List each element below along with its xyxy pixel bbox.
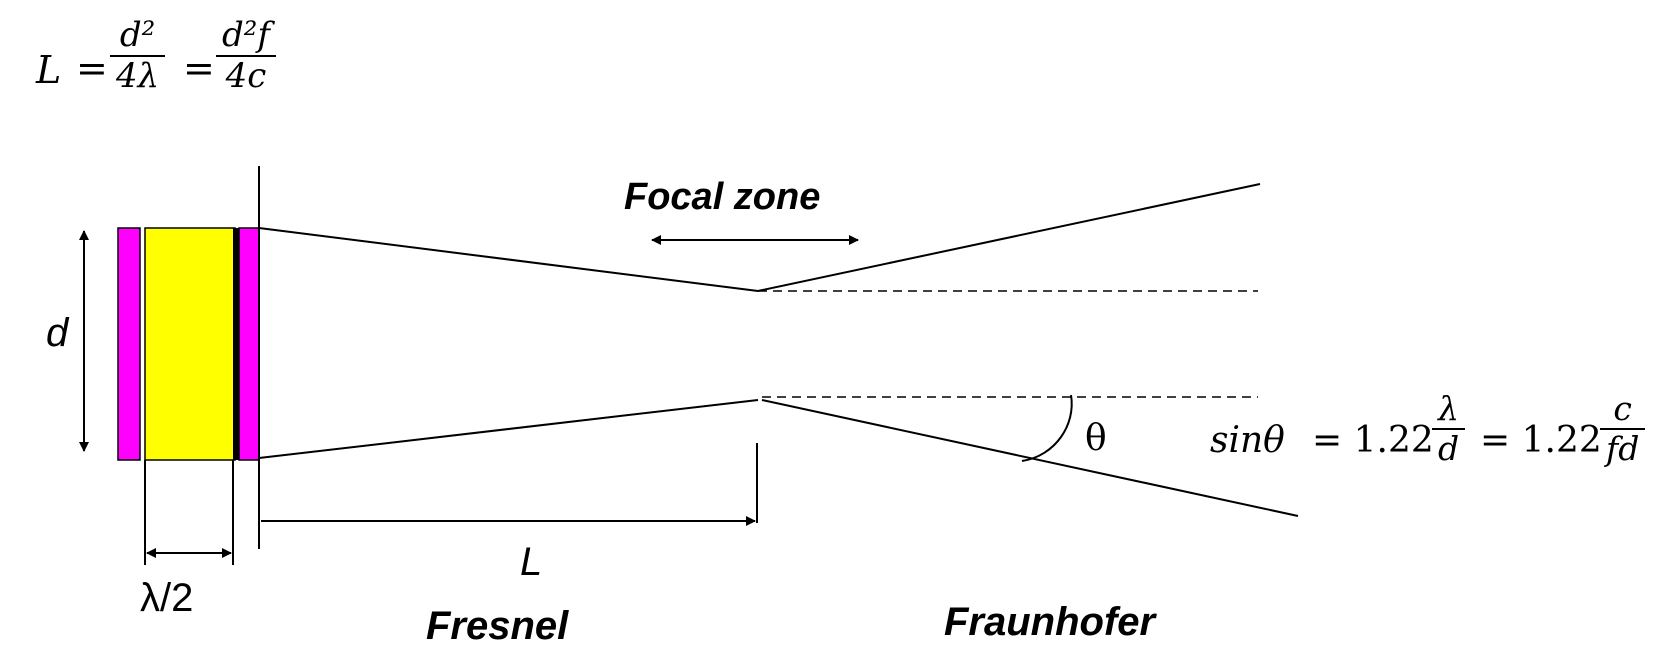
angle-formula-eq1: = 1.22 [1312,420,1434,461]
length-formula-lhs: L [36,48,62,92]
L-label: L [520,540,543,584]
length-fraction-1-numerator: d² [110,15,166,58]
length-fraction-2-numerator: d²f [216,15,276,58]
angle-formula-lhs: sinθ [1210,420,1285,461]
beam-lower-converging [258,399,759,459]
matching-layer-right [238,227,260,461]
angle-fraction-2-denominator: fd [1606,428,1640,468]
d-label: d [46,311,69,355]
backing-layer-left [117,227,141,461]
beam-upper-diverging [757,183,1261,292]
length-fraction-2: d²f 4c [216,15,276,97]
fraunhofer-label: Fraunhofer [944,600,1156,644]
focal-zone-label: Focal zone [624,176,821,218]
theta-arc [1021,394,1073,462]
angle-fraction-1-denominator: d [1438,428,1460,468]
angle-fraction-1-numerator: λ [1432,390,1466,430]
angle-fraction-1: λ d [1432,390,1466,468]
angle-fraction-2: c fd [1600,390,1646,468]
length-formula-eq2: = [183,46,215,90]
beam-upper-converging [258,227,759,292]
length-formula-eq1: = [76,46,108,90]
fresnel-label: Fresnel [426,604,569,648]
half-wavelength-label: λ/2 [140,576,194,620]
beam-lower-diverging [761,399,1299,517]
theta-label: θ [1085,418,1107,459]
angle-fraction-2-numerator: c [1600,390,1646,430]
length-fraction-2-denominator: 4c [225,56,267,97]
length-fraction-1-denominator: 4λ [116,56,160,97]
angle-formula-eq2: = 1.22 [1480,420,1602,461]
piezo-element [144,227,236,461]
length-fraction-1: d² 4λ [110,15,166,97]
electrode-layer [233,228,239,460]
